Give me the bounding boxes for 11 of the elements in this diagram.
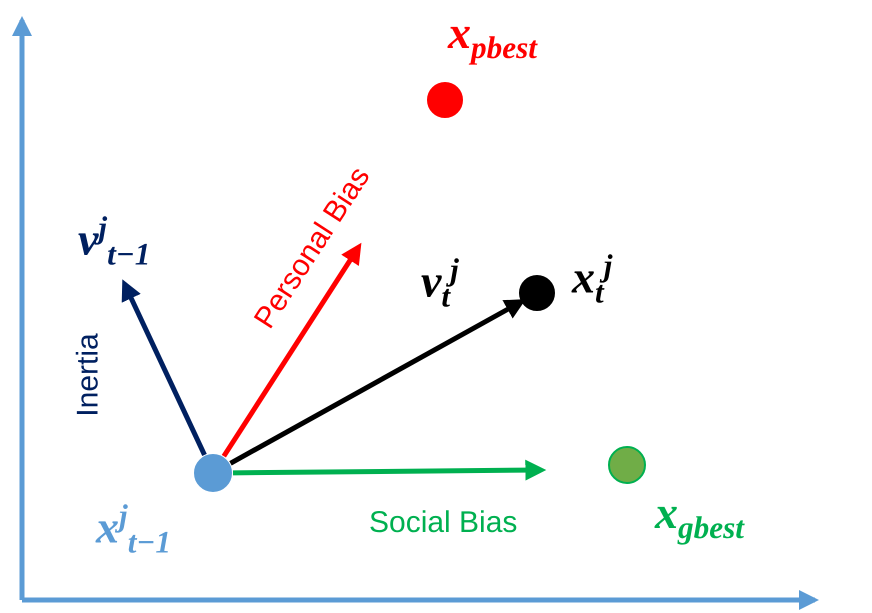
arrow <box>122 279 207 456</box>
arrow <box>222 242 362 458</box>
point-label: x$_{pbest}$ <box>448 10 537 64</box>
point-marker <box>608 446 646 484</box>
point-marker <box>427 82 463 118</box>
edge-label: Inertia <box>73 333 104 417</box>
point-marker <box>519 275 555 311</box>
edge-label: Social Bias <box>369 508 518 538</box>
arrow <box>232 460 546 481</box>
point-marker <box>194 454 232 492</box>
point-label: x$_{gbest}$ <box>655 490 744 544</box>
